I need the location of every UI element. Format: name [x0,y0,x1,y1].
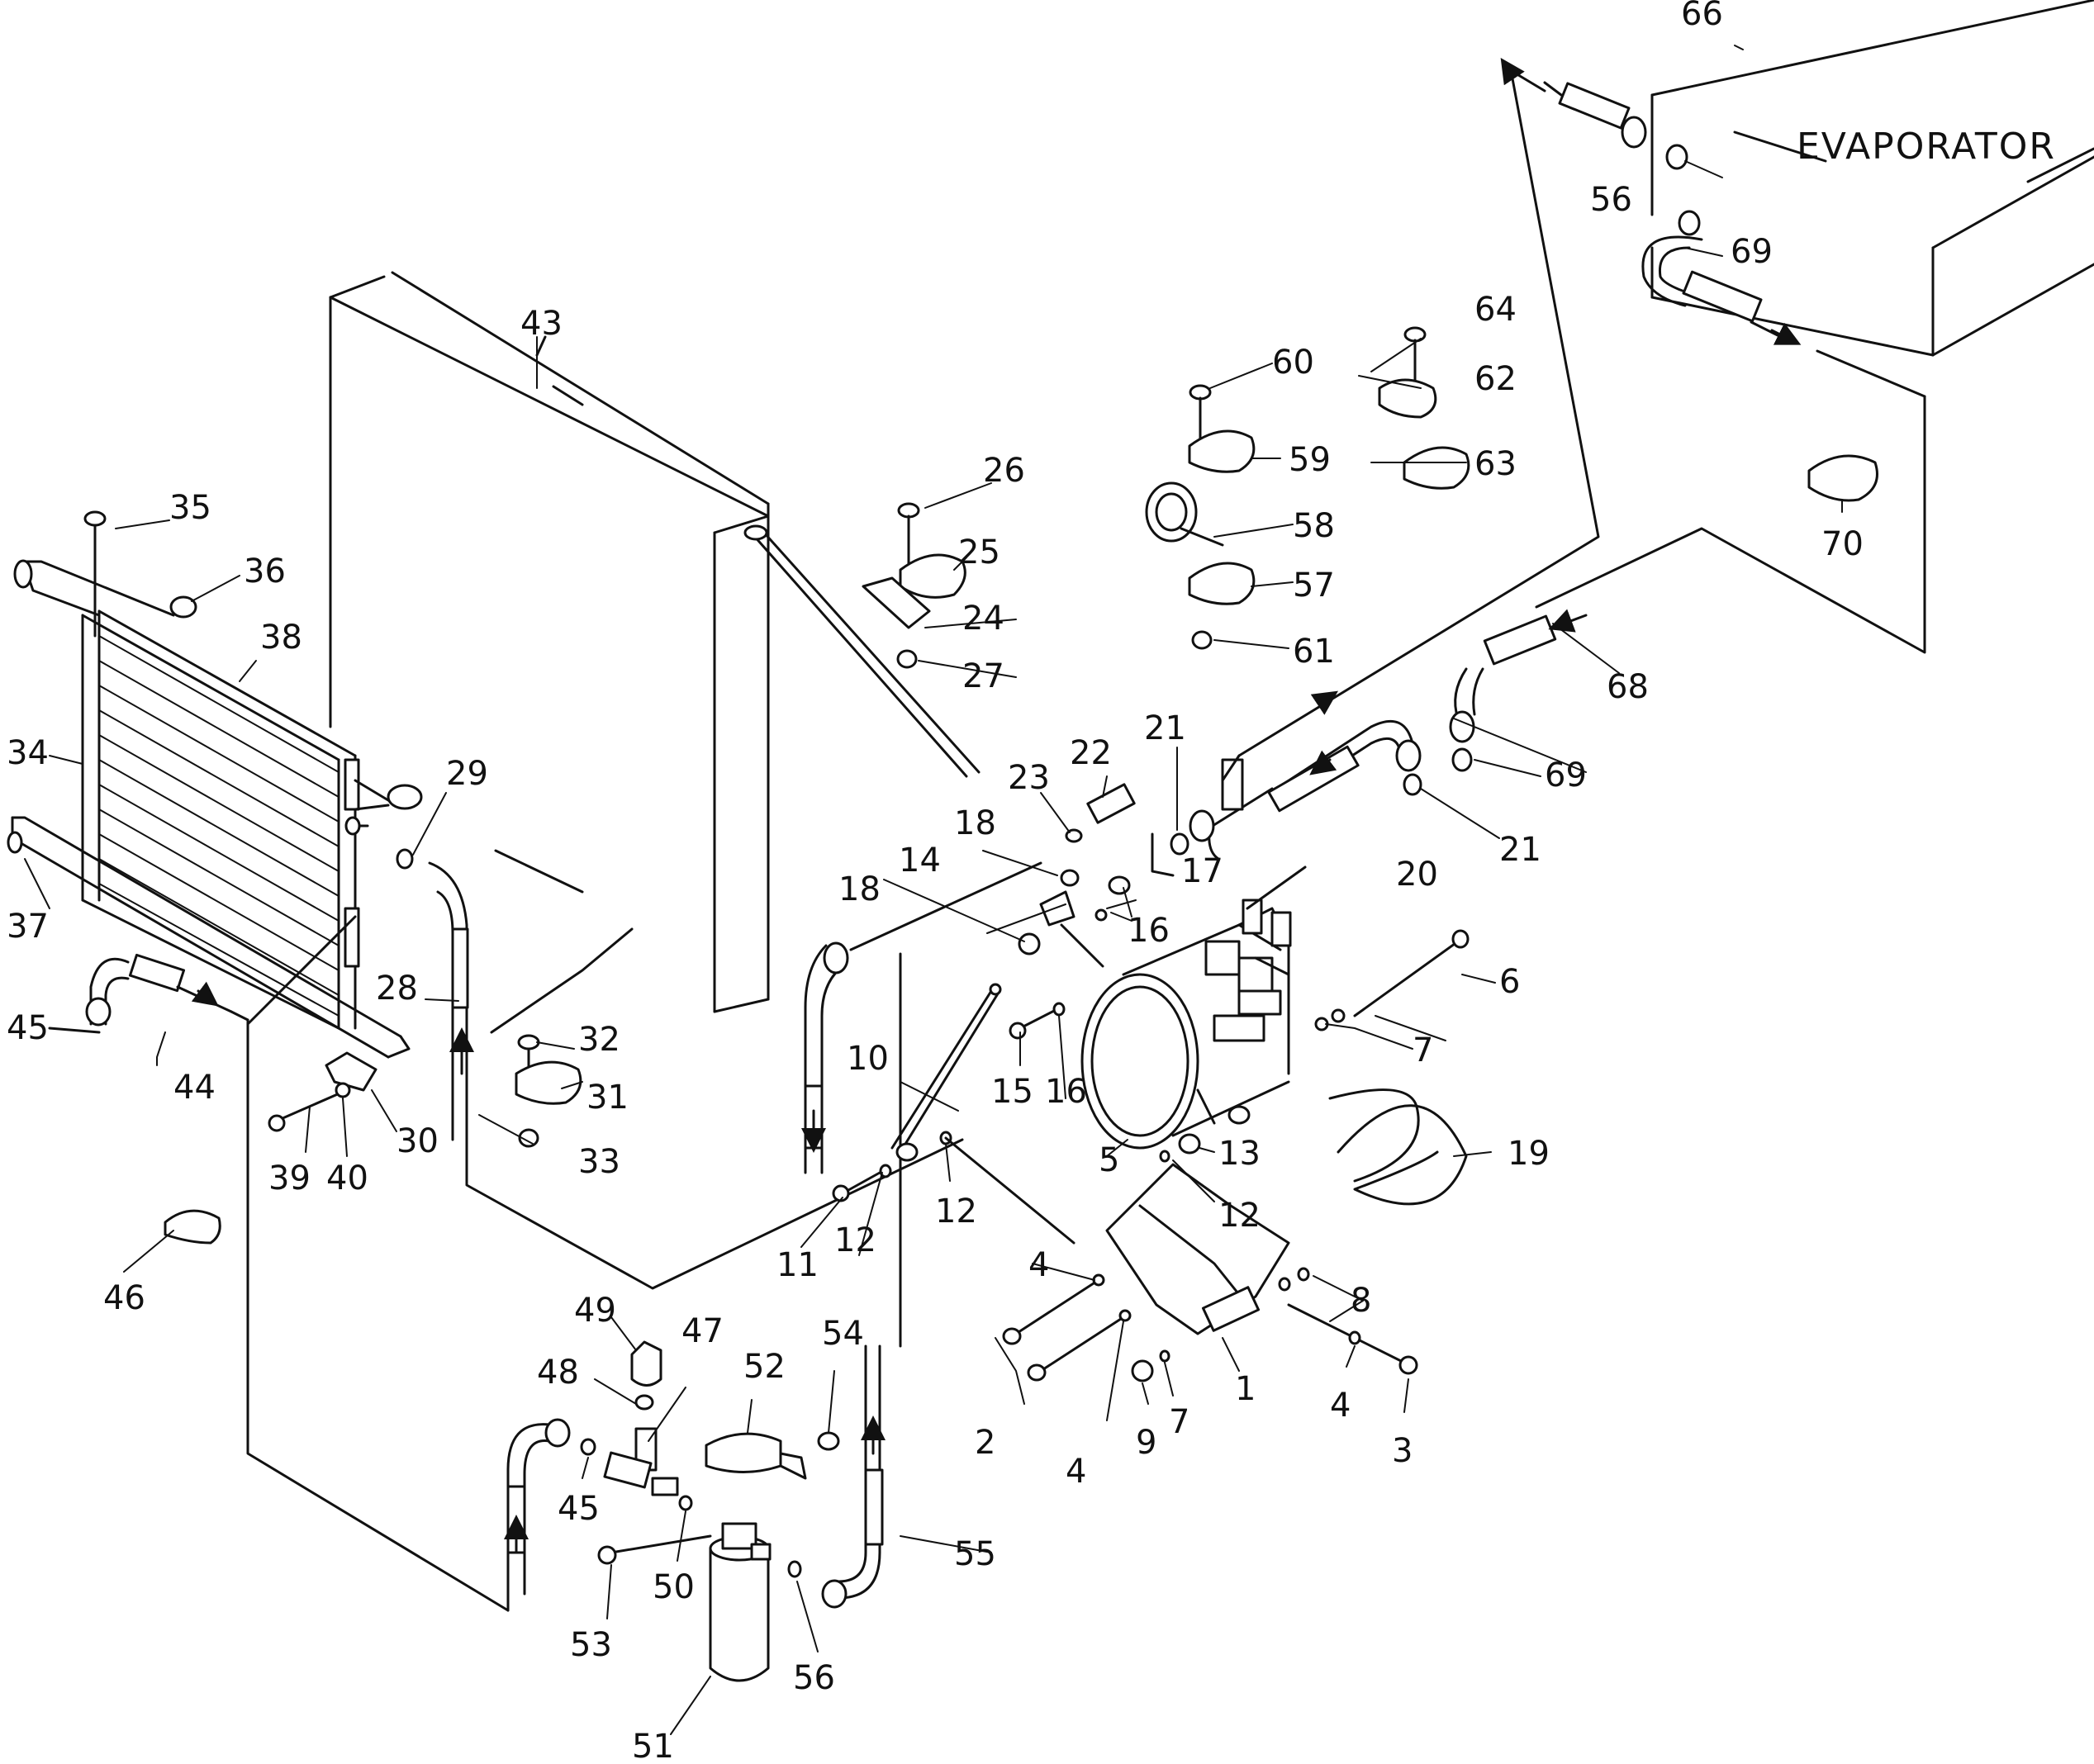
callout-49: 49 [574,1292,616,1330]
callout-18b: 18 [838,870,881,908]
callout-56a: 56 [793,1659,835,1697]
evaporator-unit [1650,0,2094,357]
callout-26: 26 [983,452,1025,490]
callout-64: 64 [1474,291,1517,329]
hose-lines [48,58,1926,1612]
callout-16a: 16 [1128,912,1170,950]
callout-38: 38 [260,619,302,657]
callout-4c: 4 [1330,1387,1351,1425]
callout-19: 19 [1508,1135,1550,1173]
callout-28: 28 [376,970,418,1008]
callout-20: 20 [1396,856,1438,894]
callout-31: 31 [586,1079,629,1117]
callout-30: 30 [396,1122,439,1160]
callout-22: 22 [1070,734,1112,772]
mounting-bracket [1105,1163,1290,1335]
callout-37: 37 [7,908,49,946]
callout-25: 25 [958,533,1000,571]
drive-belt [1337,1104,1468,1206]
callout-13: 13 [1218,1135,1261,1173]
callout-47: 47 [681,1312,724,1350]
callout-21b: 21 [1499,831,1541,869]
callout-44: 44 [173,1069,216,1107]
callout-15: 15 [991,1073,1033,1111]
receiver-dryer [580,1340,807,1682]
callout-52: 52 [743,1348,786,1386]
callout-36: 36 [244,552,286,590]
callout-18a: 18 [954,804,996,842]
callout-10: 10 [847,1040,889,1078]
callout-57: 57 [1293,567,1335,605]
compressor [1080,865,1307,1150]
callout-1: 1 [1235,1370,1256,1408]
leader-lines [24,45,1843,1735]
evaporator-label: EVAPORATOR [1797,126,2056,168]
callout-54: 54 [822,1315,864,1353]
callout-55: 55 [954,1535,996,1573]
callout-46: 46 [103,1279,145,1317]
callout-43: 43 [520,305,563,343]
callout-2: 2 [975,1424,995,1462]
callout-12b: 12 [935,1193,977,1231]
callout-69a: 69 [1731,233,1773,271]
callout-45b: 45 [558,1490,600,1528]
callout-69b: 69 [1545,756,1587,794]
callout-33: 33 [578,1143,620,1181]
callout-14: 14 [899,842,941,880]
callout-63: 63 [1474,445,1517,483]
callout-23: 23 [1008,759,1050,797]
condenser-assembly [7,559,423,1059]
callout-7b: 7 [1169,1403,1189,1441]
callout-62: 62 [1474,360,1517,398]
callout-3: 3 [1392,1432,1413,1470]
callout-27: 27 [962,657,1004,695]
callout-24: 24 [962,600,1004,638]
callout-39: 39 [268,1159,311,1197]
callout-61: 61 [1293,633,1335,671]
callout-labels: 66 43 35 36 38 34 37 29 28 45 44 39 40 3… [7,0,1864,1764]
callout-9: 9 [1136,1424,1156,1462]
callout-48: 48 [537,1354,579,1392]
callout-21a: 21 [1144,709,1186,747]
callout-16b: 16 [1045,1073,1087,1111]
hardware-items [83,326,1878,1565]
callout-4a: 4 [1028,1246,1049,1284]
callout-50: 50 [653,1568,695,1606]
callout-8: 8 [1351,1282,1371,1320]
callout-70: 70 [1821,525,1864,563]
callout-51: 51 [632,1728,674,1760]
callout-17: 17 [1181,852,1223,890]
callout-35: 35 [169,489,211,527]
callout-5: 5 [1099,1141,1119,1179]
callout-29: 29 [446,755,488,793]
callout-4b: 4 [1066,1453,1086,1491]
callout-59: 59 [1289,441,1331,479]
callout-12c: 12 [1218,1197,1261,1235]
callout-58: 58 [1293,507,1335,545]
callout-12a: 12 [834,1221,876,1259]
callout-53: 53 [570,1626,612,1664]
callout-45a: 45 [7,1009,49,1047]
callout-6: 6 [1499,963,1520,1001]
callout-60: 60 [1272,344,1314,382]
callout-34: 34 [7,734,49,772]
callout-40: 40 [326,1159,368,1197]
callout-68: 68 [1607,668,1649,706]
callout-56b: 56 [1590,181,1632,219]
radiator-panel [329,271,981,1013]
callout-66: 66 [1681,0,1723,33]
callout-7a: 7 [1413,1031,1433,1069]
callout-11: 11 [776,1246,819,1284]
callout-32: 32 [578,1021,620,1059]
